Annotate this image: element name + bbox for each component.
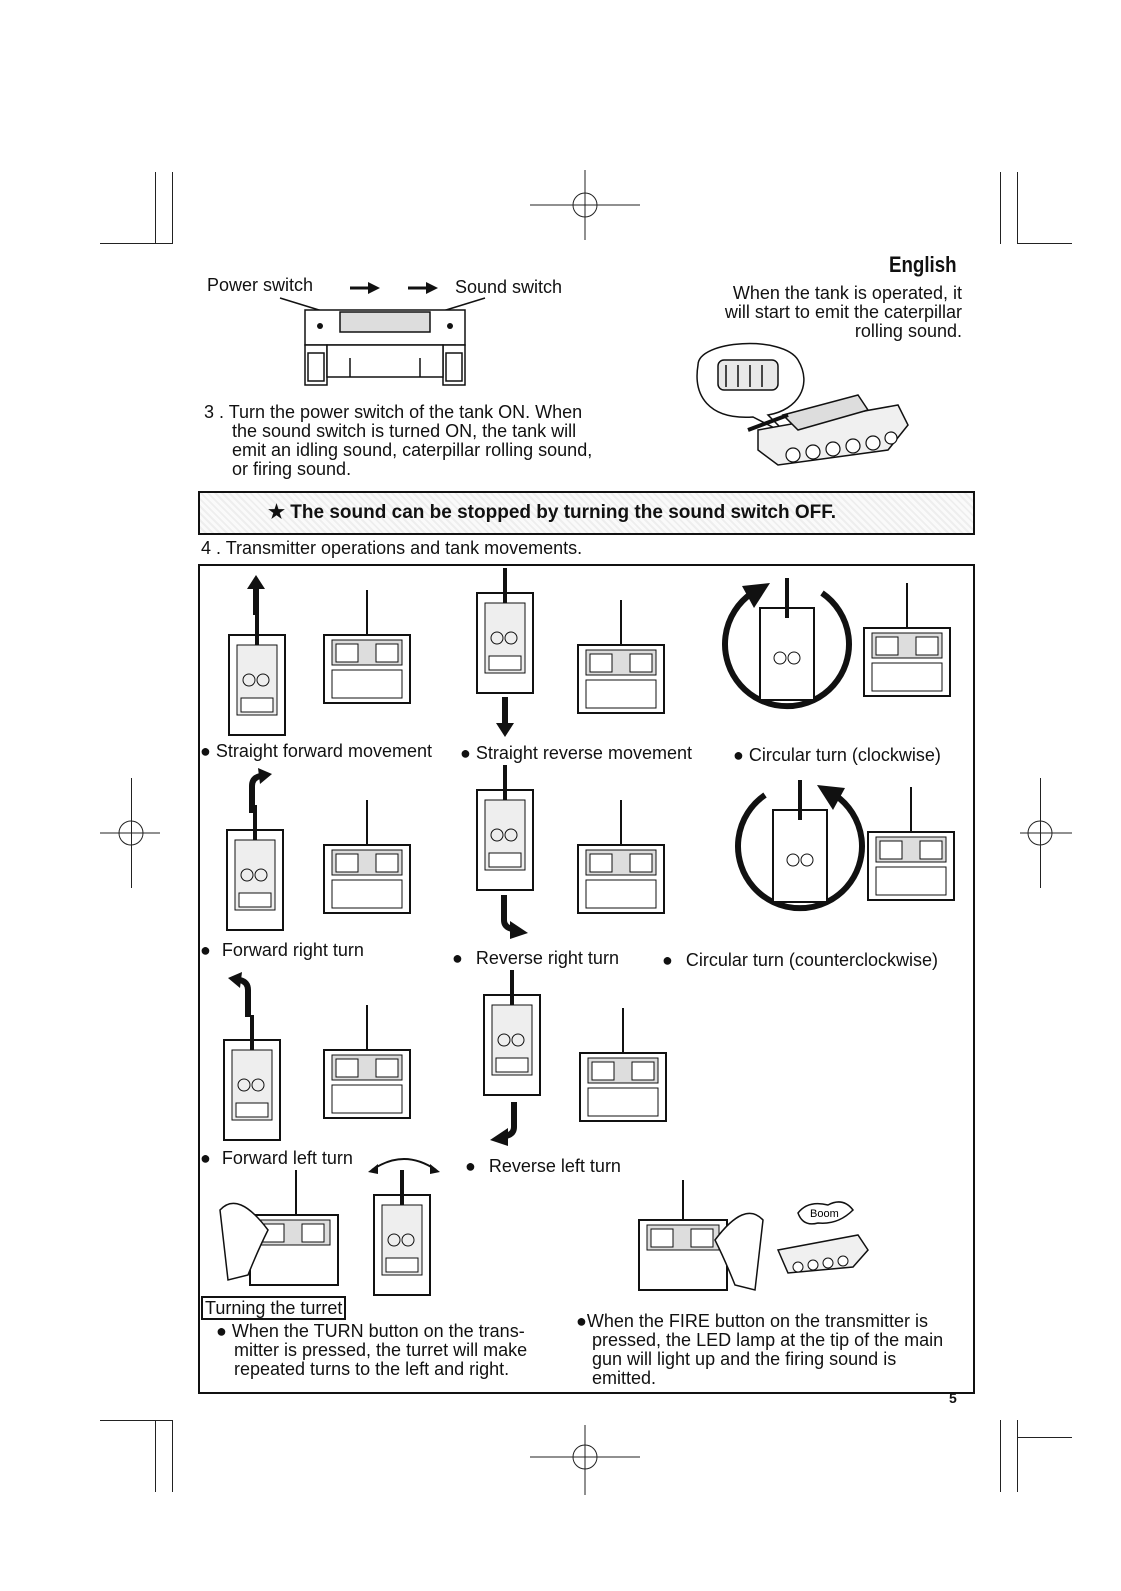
crop-mark-icon (172, 172, 173, 244)
tank-icon (483, 970, 541, 1096)
transmitter-icon (323, 1005, 411, 1119)
notice-bar: ★ The sound can be stopped by turning th… (198, 491, 975, 535)
tank-icon (228, 610, 286, 736)
arrow-up-icon (247, 575, 265, 615)
bullet-icon: ● (662, 950, 673, 970)
movement-text: Reverse left turn (488, 1156, 621, 1176)
sound-switch-label: Sound switch (455, 277, 563, 297)
movement-text: Straight reverse movement (475, 743, 692, 763)
tank-icon (476, 765, 534, 891)
crop-mark-icon (1017, 1420, 1018, 1492)
bullet-icon: ● (460, 743, 471, 763)
arrow-curve-down-left-icon (490, 1102, 517, 1146)
crop-mark-icon (100, 1420, 173, 1421)
crop-mark-icon (155, 1420, 156, 1492)
boom-text: Boom (810, 1208, 839, 1220)
crop-mark-icon (1017, 243, 1072, 244)
fire-line: emitted. (592, 1368, 657, 1388)
step4-title: 4 . Transmitter operations and tank move… (201, 538, 583, 558)
movement-label: ● Forward left turn (200, 1148, 353, 1169)
movement-text: Straight forward movement (215, 741, 432, 761)
tank-icon (696, 342, 909, 466)
crop-mark-icon (172, 1420, 173, 1492)
bullet-icon: ● (452, 948, 463, 968)
bullet-icon: ● (200, 940, 211, 960)
arrow-curve-right-icon (249, 768, 272, 813)
power-switch-label: Power switch (207, 275, 314, 295)
side-note-line: When the tank is operated, it (732, 283, 962, 303)
movement-label: ● Reverse right turn (452, 948, 619, 969)
side-note-line: rolling sound. (854, 321, 962, 341)
circular-arrow-icon (735, 780, 865, 912)
movement-label: ● Forward right turn (200, 940, 364, 961)
tank-icon (476, 568, 534, 694)
hand-icon (219, 1170, 339, 1286)
arrow-curve-left-icon (228, 972, 251, 1017)
tank-icon (373, 1170, 431, 1296)
circular-arrow-icon (722, 578, 852, 710)
arrow-curve-down-right-icon (501, 895, 528, 939)
fire-line: pressed, the LED lamp at the tip of the … (592, 1330, 944, 1350)
language-heading: English (889, 252, 957, 277)
step3-line: or firing sound. (232, 459, 352, 479)
movement-text: Forward right turn (221, 940, 364, 960)
hand-icon (638, 1180, 764, 1291)
transmitter-icon (579, 1008, 667, 1122)
arrow-swivel-icon (368, 1158, 440, 1174)
turret-line: ● When the TURN button on the trans- (216, 1321, 525, 1341)
movement-label: ● Circular turn (clockwise) (733, 745, 941, 766)
fire-line: gun will light up and the firing sound i… (592, 1349, 897, 1369)
movement-label: ● Straight forward movement (200, 741, 432, 762)
step3-line: emit an idling sound, caterpillar rollin… (232, 440, 593, 460)
arrow-right-icon (350, 282, 380, 294)
turret-text: ● When the TURN button on the trans- mit… (216, 1322, 527, 1379)
movement-text: Forward left turn (221, 1148, 353, 1168)
movements-panel (198, 564, 975, 1394)
transmitter-icon (867, 787, 955, 901)
transmitter-icon (577, 600, 665, 714)
tank-icon (226, 805, 284, 931)
movement-text: Reverse right turn (475, 948, 619, 968)
movement-label: ● Reverse left turn (465, 1156, 621, 1177)
transmitter-icon (323, 590, 411, 704)
tank-firing-icon: Boom (776, 1201, 869, 1274)
movement-text: Circular turn (clockwise) (748, 745, 941, 765)
notice-text: ★ The sound can be stopped by turning th… (268, 502, 837, 523)
turret-heading: Turning the turret (201, 1296, 347, 1320)
movement-text: Circular turn (counterclockwise) (685, 950, 938, 970)
arrow-right-icon (408, 282, 438, 294)
page-number: 5 (949, 1390, 957, 1406)
bullet-icon: ● (465, 1156, 476, 1176)
turret-line: repeated turns to the left and right. (234, 1359, 510, 1379)
side-note-line: will start to emit the caterpillar (724, 302, 962, 322)
bullet-icon: ● (200, 741, 211, 761)
crop-mark-icon (1017, 172, 1018, 244)
fire-line: ●When the FIRE button on the transmitter… (576, 1311, 929, 1331)
bullet-icon: ● (733, 745, 744, 765)
crop-mark-icon (1000, 172, 1001, 244)
fire-text: ●When the FIRE button on the transmitter… (576, 1312, 943, 1388)
bullet-icon: ● (200, 1148, 211, 1168)
crop-mark-icon (155, 172, 156, 244)
transmitter-icon (323, 800, 411, 914)
crop-mark-icon (1000, 1420, 1001, 1492)
step3-line: 3 . Turn the power switch of the tank ON… (204, 402, 583, 422)
crop-mark-icon (100, 243, 173, 244)
movement-label: ● Straight reverse movement (460, 743, 692, 764)
crop-mark-icon (1017, 1437, 1072, 1438)
tank-icon (223, 1015, 281, 1141)
turret-line: mitter is pressed, the turret will make (234, 1340, 528, 1360)
tank-rear-panel-icon (279, 297, 486, 386)
movement-label: ● Circular turn (counterclockwise) (662, 950, 938, 971)
transmitter-icon (577, 800, 665, 914)
step3-text: 3 . Turn the power switch of the tank ON… (204, 403, 592, 479)
transmitter-icon (863, 583, 951, 697)
side-note: When the tank is operated, it will start… (690, 284, 962, 341)
step3-line: the sound switch is turned ON, the tank … (232, 421, 577, 441)
arrow-down-icon (496, 697, 514, 737)
